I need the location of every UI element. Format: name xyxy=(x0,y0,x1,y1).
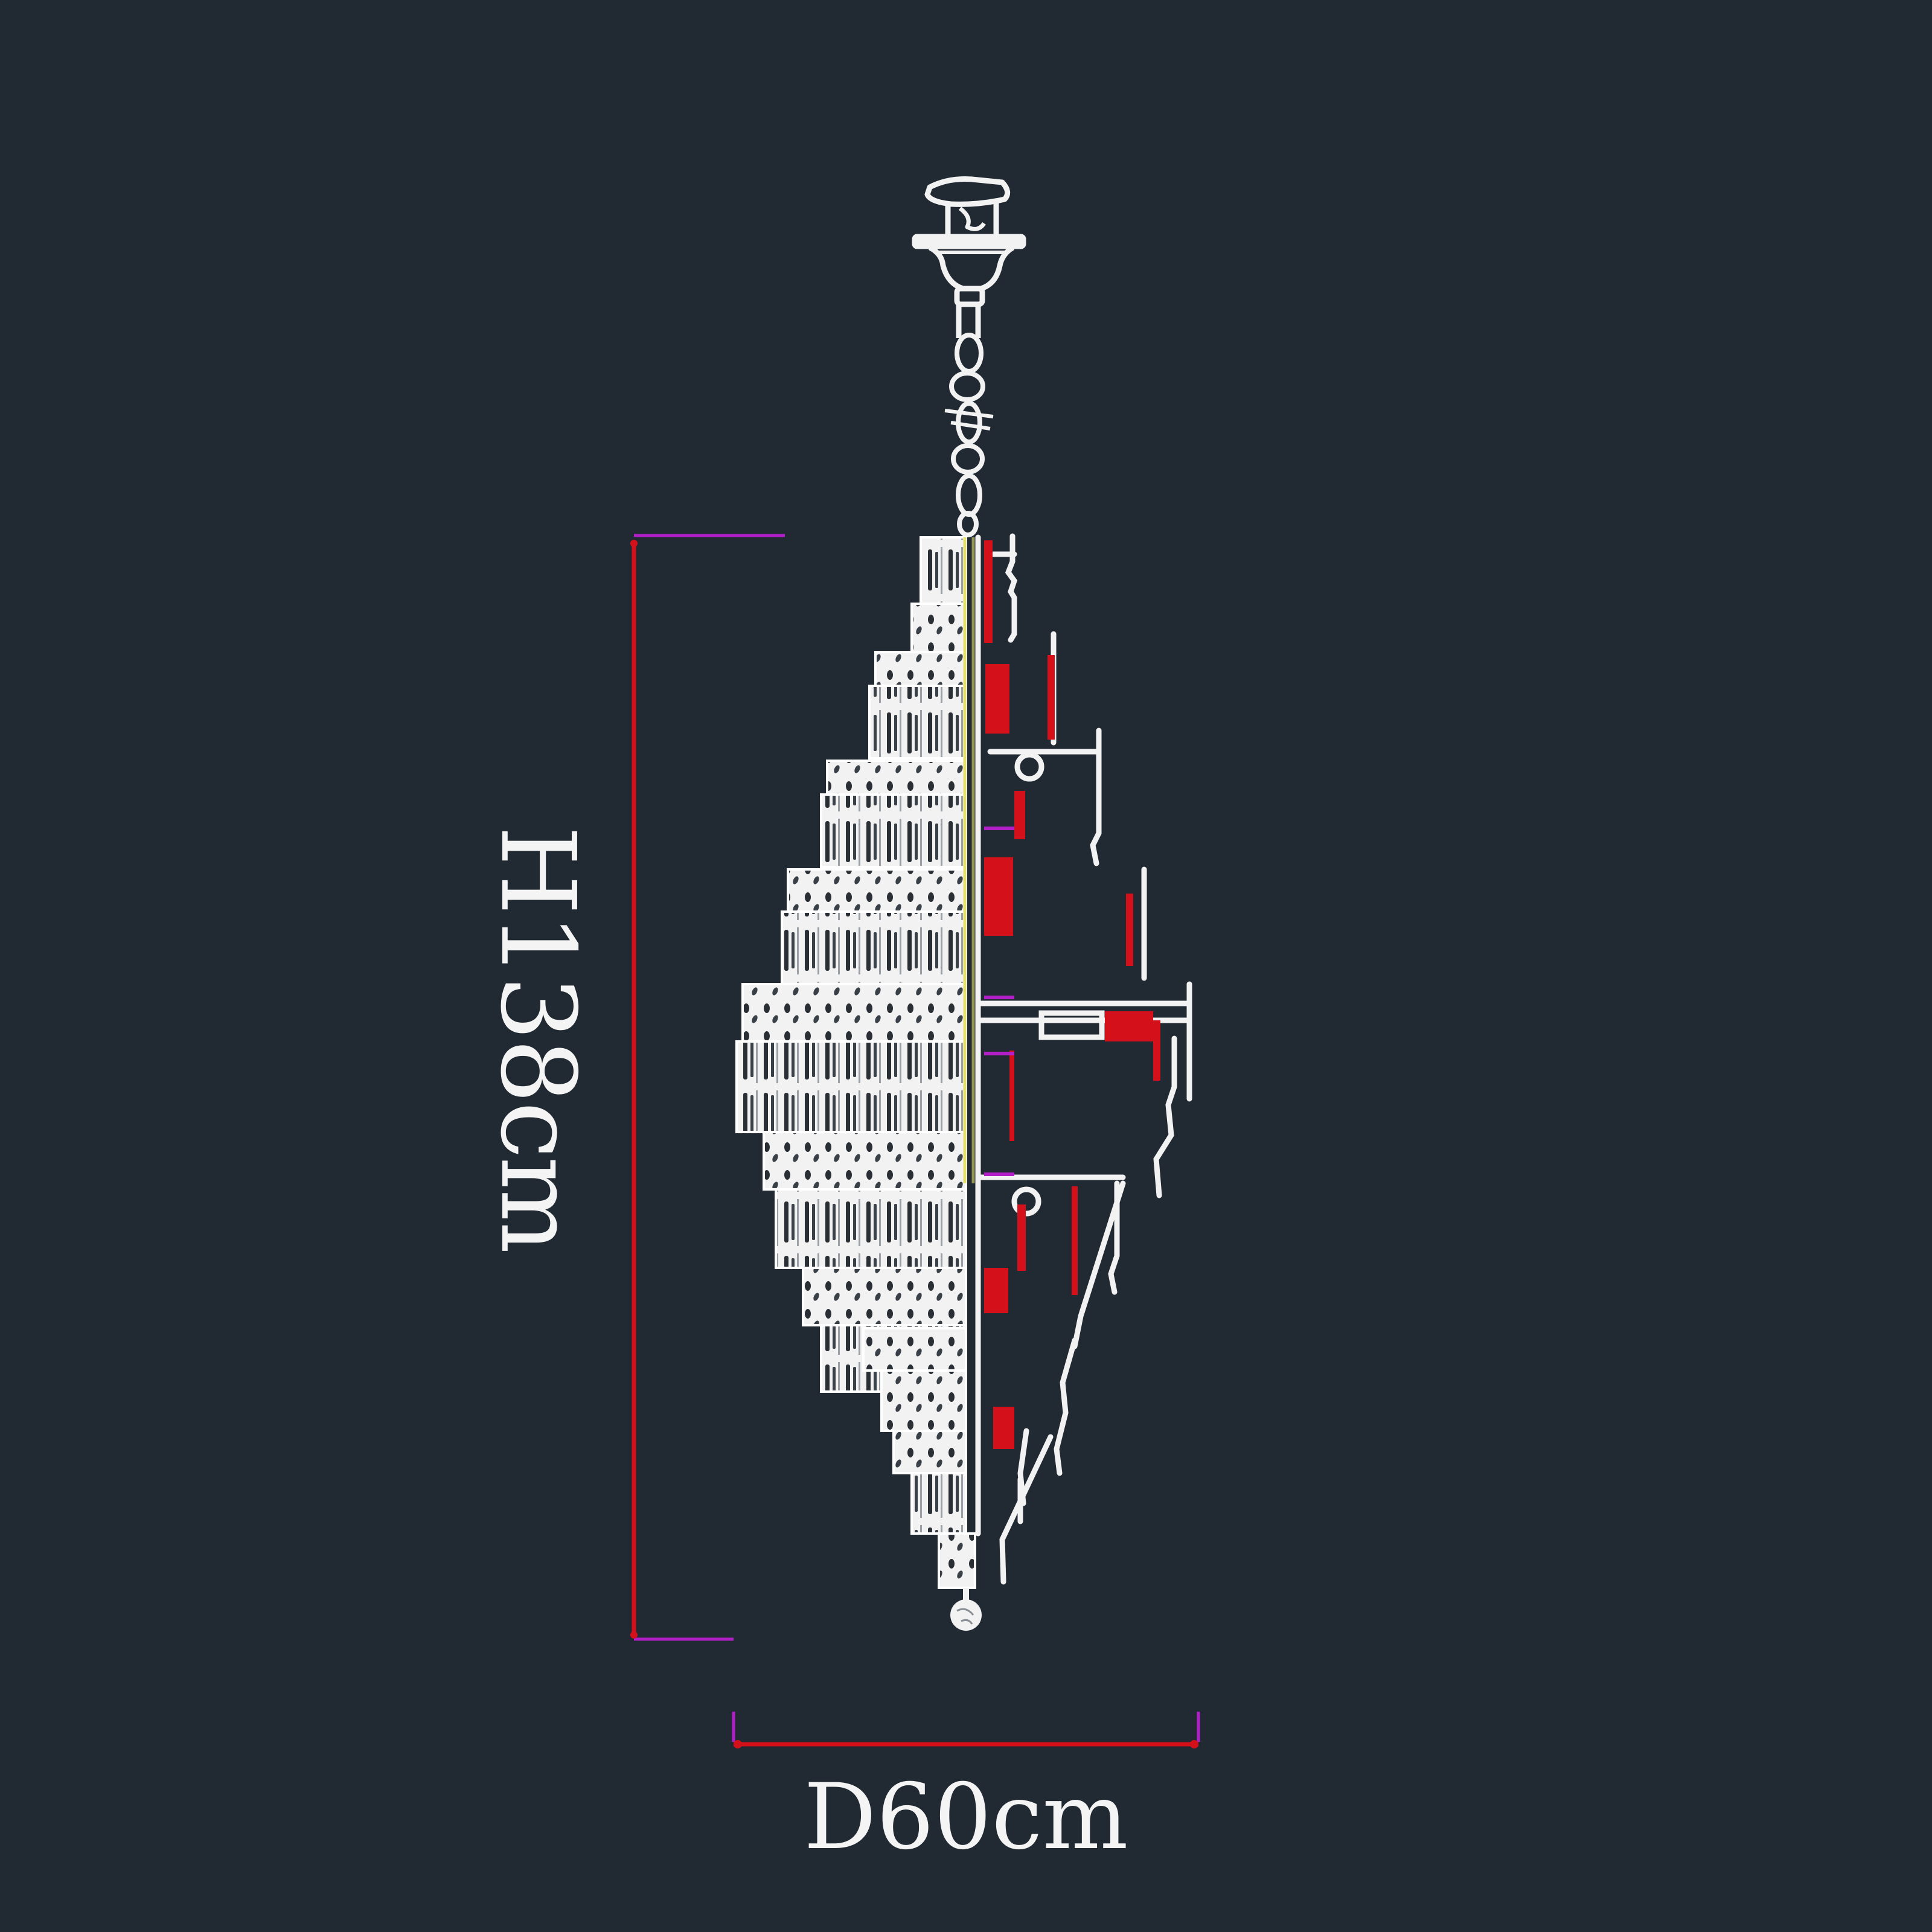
diameter-label: D60cm xyxy=(804,1765,1128,1870)
diameter-dimension-line xyxy=(732,1712,1200,1748)
height-label: H138cm xyxy=(478,825,597,1252)
height-dimension-line xyxy=(630,534,785,1641)
finial-ball xyxy=(950,1588,982,1631)
center-line xyxy=(963,537,975,1183)
crystal-tiers xyxy=(735,536,976,1589)
structure-arms xyxy=(975,533,1192,1585)
suspension-chain xyxy=(944,333,994,537)
inner-dimension-markers xyxy=(984,540,1160,1449)
ceiling-canopy xyxy=(912,176,1026,338)
inner-extension-ticks xyxy=(984,827,1014,1176)
